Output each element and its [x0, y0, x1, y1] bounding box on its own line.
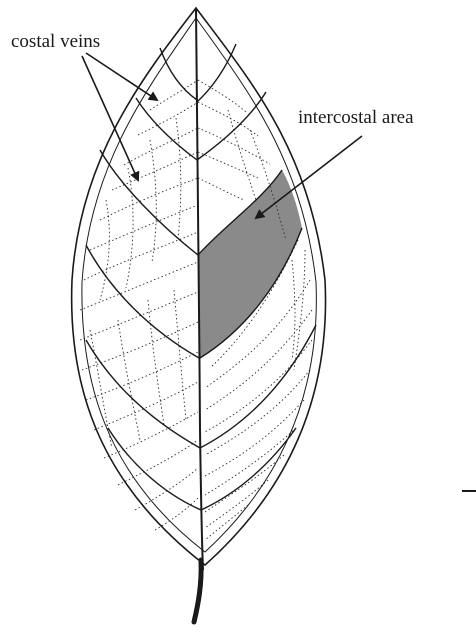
- petiole: [194, 560, 201, 622]
- costal-veins-label: costal veins: [11, 32, 100, 51]
- leader-arrows: [82, 53, 362, 218]
- intercostal-area-label: intercostal area: [298, 108, 414, 127]
- intercostal-arrow: [256, 136, 362, 218]
